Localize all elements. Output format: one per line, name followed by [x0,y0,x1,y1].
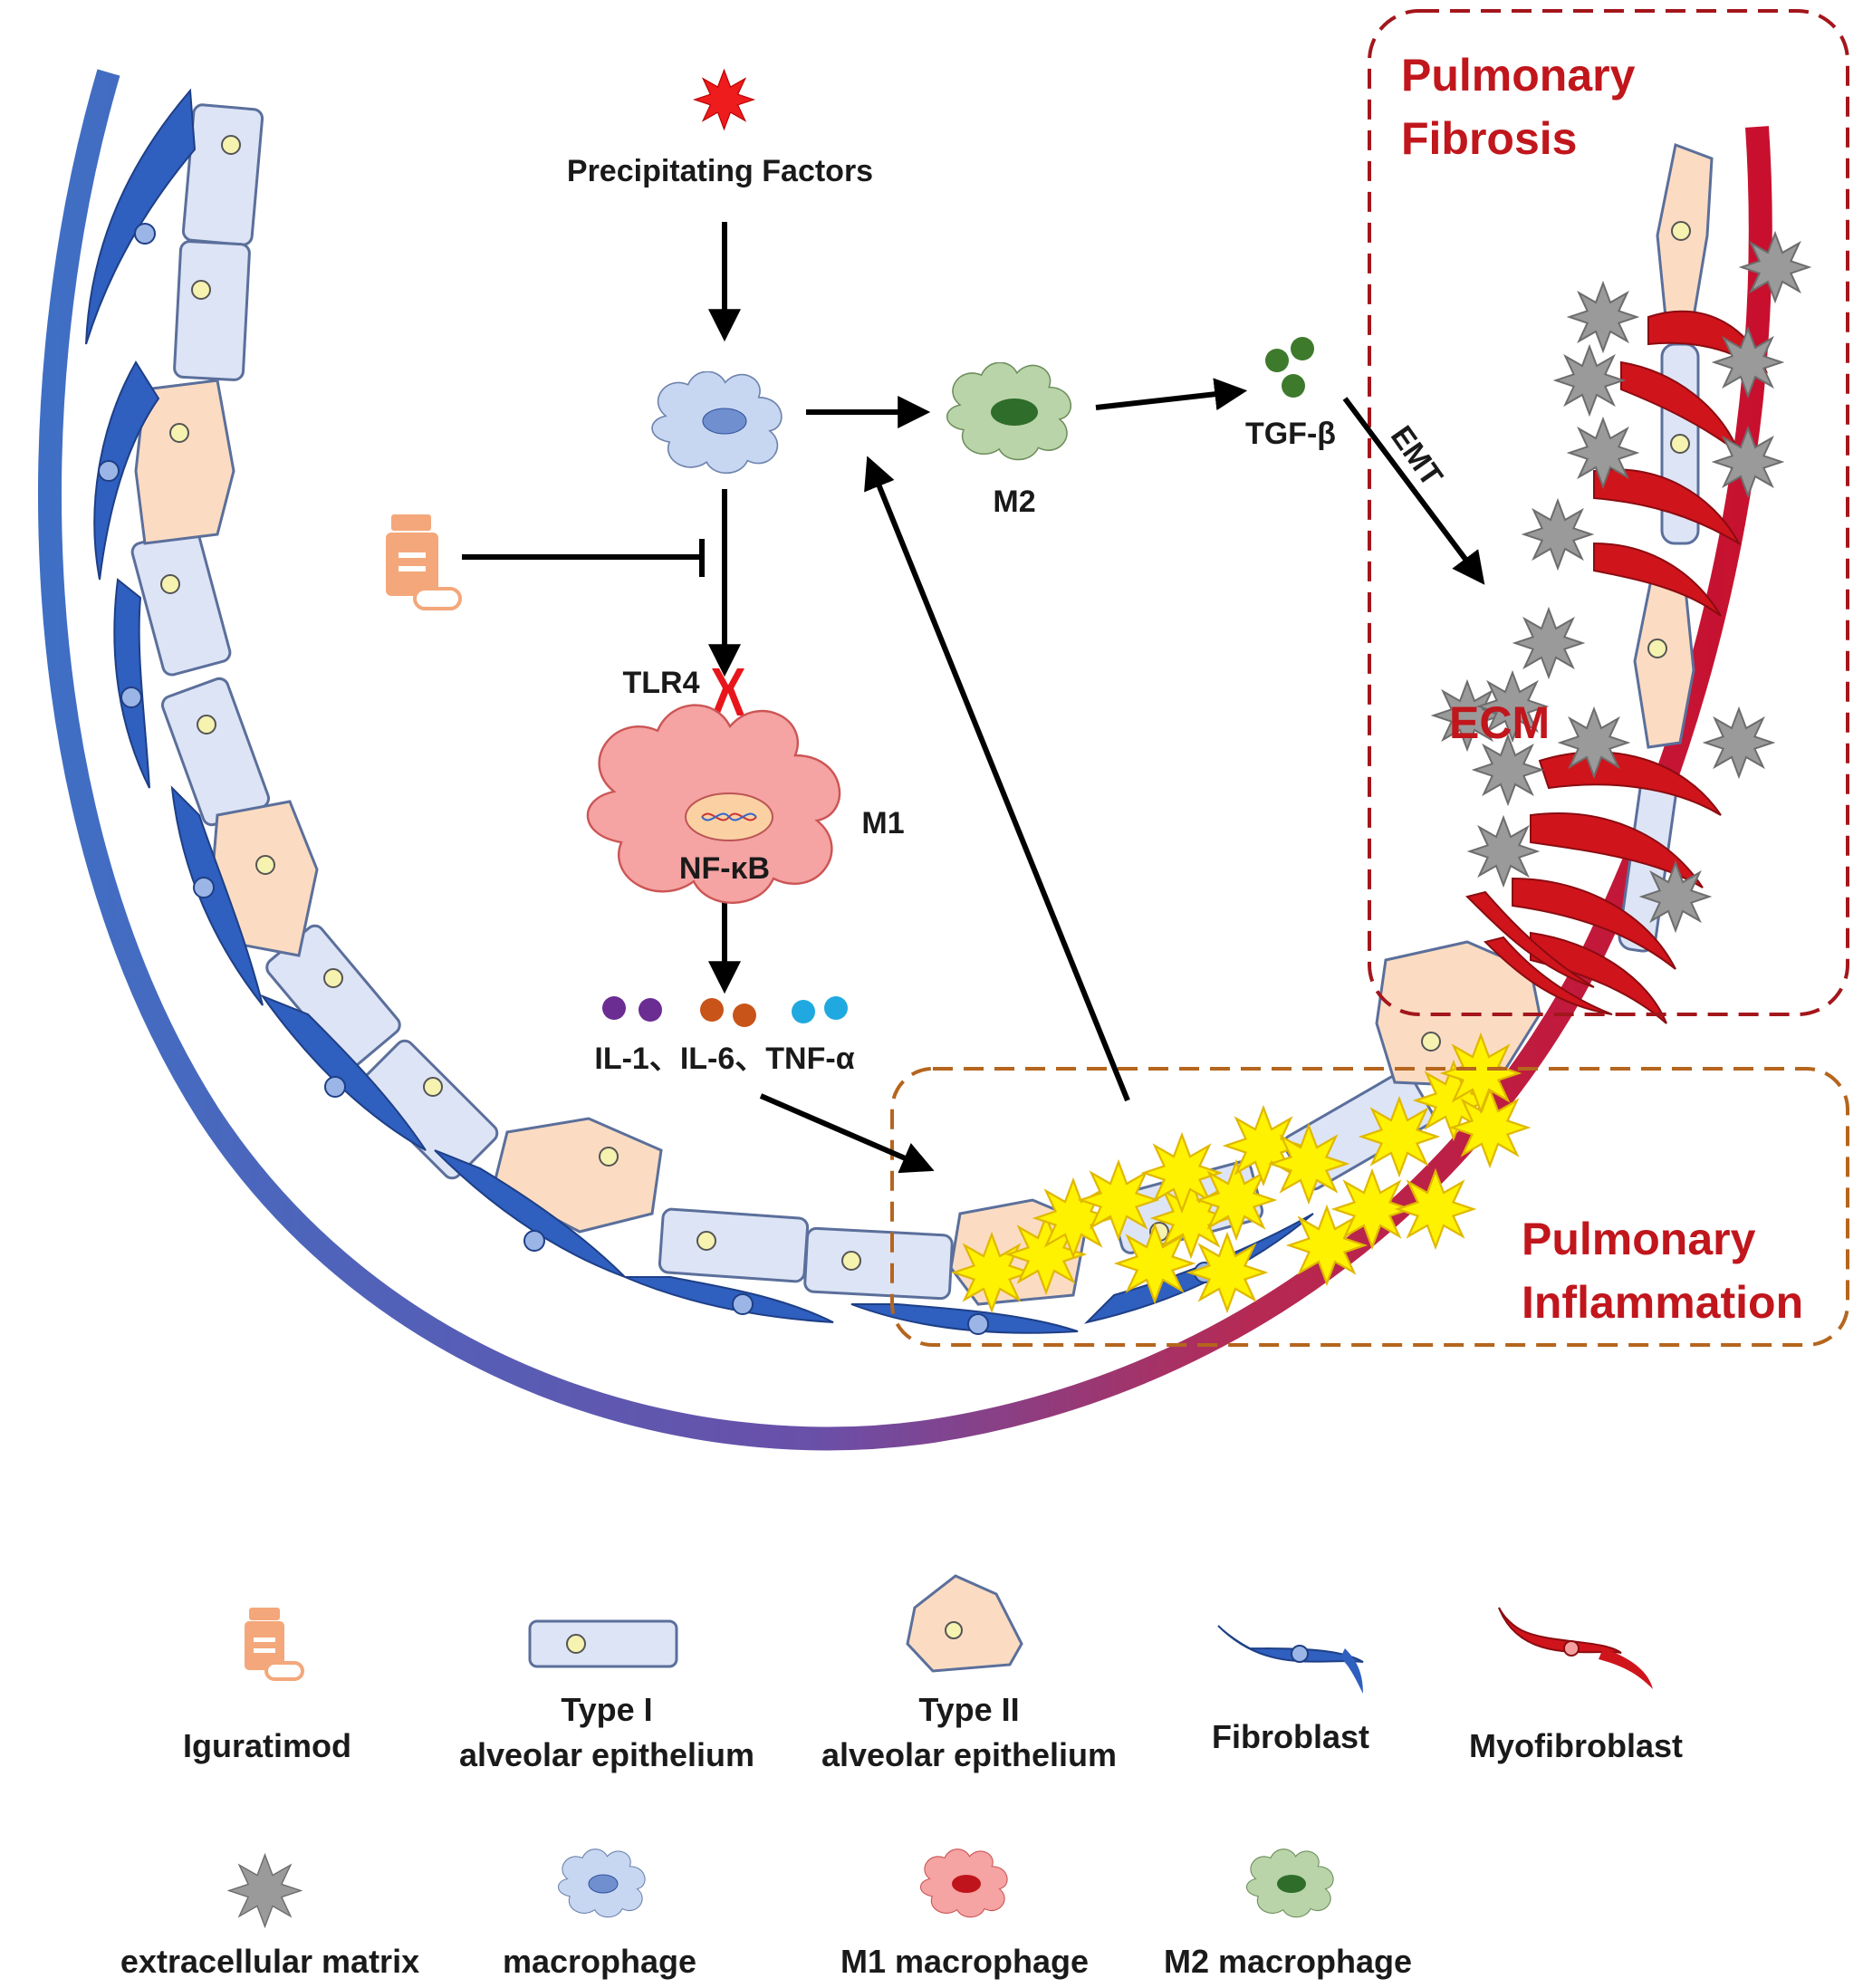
cytokines-label: IL-1、IL-6、TNF-α [594,1042,854,1076]
legend-myofibroblast-icon [1498,1607,1653,1689]
legend: Iguratimod Type I alveolar epithelium Ty… [120,1574,1683,1980]
legend-macrophage-icon [557,1849,646,1918]
legend-m2-macrophage-icon [1245,1849,1334,1918]
pulmonary-fibrosis-region [1368,9,1849,1016]
legend-ecm-icon [228,1854,302,1927]
m2-macrophage-icon [946,362,1072,461]
fibrosis-title-line2: Fibrosis [1401,113,1577,164]
tgf-beta-label: TGF-β [1245,417,1336,451]
precipitating-factors-label: Precipitating Factors [567,154,873,188]
m2-label: M2 [993,485,1035,519]
tgf-beta-icon [1265,337,1314,398]
legend-type1-line1: Type I [561,1691,652,1728]
myofibroblast-layer [1465,310,1769,1024]
precipitating-factor-burst [694,69,754,130]
legend-m2-macrophage-label: M2 macrophage [1164,1943,1412,1980]
legend-ecm-label: extracellular matrix [120,1943,419,1980]
iguratimod-icon [386,514,462,610]
legend-m1-macrophage-label: M1 macrophage [840,1943,1089,1980]
legend-type1-icon [528,1619,678,1668]
tlr4-receptor-icon [712,668,744,715]
legend-type2-line2: alveolar epithelium [821,1736,1117,1773]
legend-myofibroblast-label: Myofibroblast [1469,1727,1683,1764]
pulmonary-inflammation-region [890,1067,1849,1347]
tlr4-label: TLR4 [623,666,700,700]
fibrosis-title-line1: Pulmonary [1401,50,1636,101]
ecm-label: ECM [1449,697,1550,748]
legend-m1-macrophage-icon [919,1849,1008,1918]
inflammation-title-line1: Pulmonary [1522,1214,1756,1264]
cytokine-icons [602,996,848,1027]
legend-fibroblast-label: Fibroblast [1212,1718,1369,1755]
legend-fibroblast-icon [1217,1625,1364,1694]
legend-type1-line2: alveolar epithelium [459,1736,754,1773]
legend-iguratimod-label: Iguratimod [183,1727,351,1764]
legend-macrophage-label: macrophage [503,1943,696,1980]
legend-iguratimod-icon [245,1608,304,1681]
pathway-arrows [462,222,1485,1174]
inflammation-title-line2: Inflammation [1522,1277,1803,1328]
emt-label: EMT [1384,419,1449,493]
legend-type2-icon [906,1574,1023,1673]
m1-label: M1 [861,806,904,840]
nfkb-label: NF-κB [679,851,770,886]
m1-macrophage-icon [586,704,841,905]
macrophage-icon [651,371,783,475]
legend-type2-line1: Type II [918,1691,1019,1728]
